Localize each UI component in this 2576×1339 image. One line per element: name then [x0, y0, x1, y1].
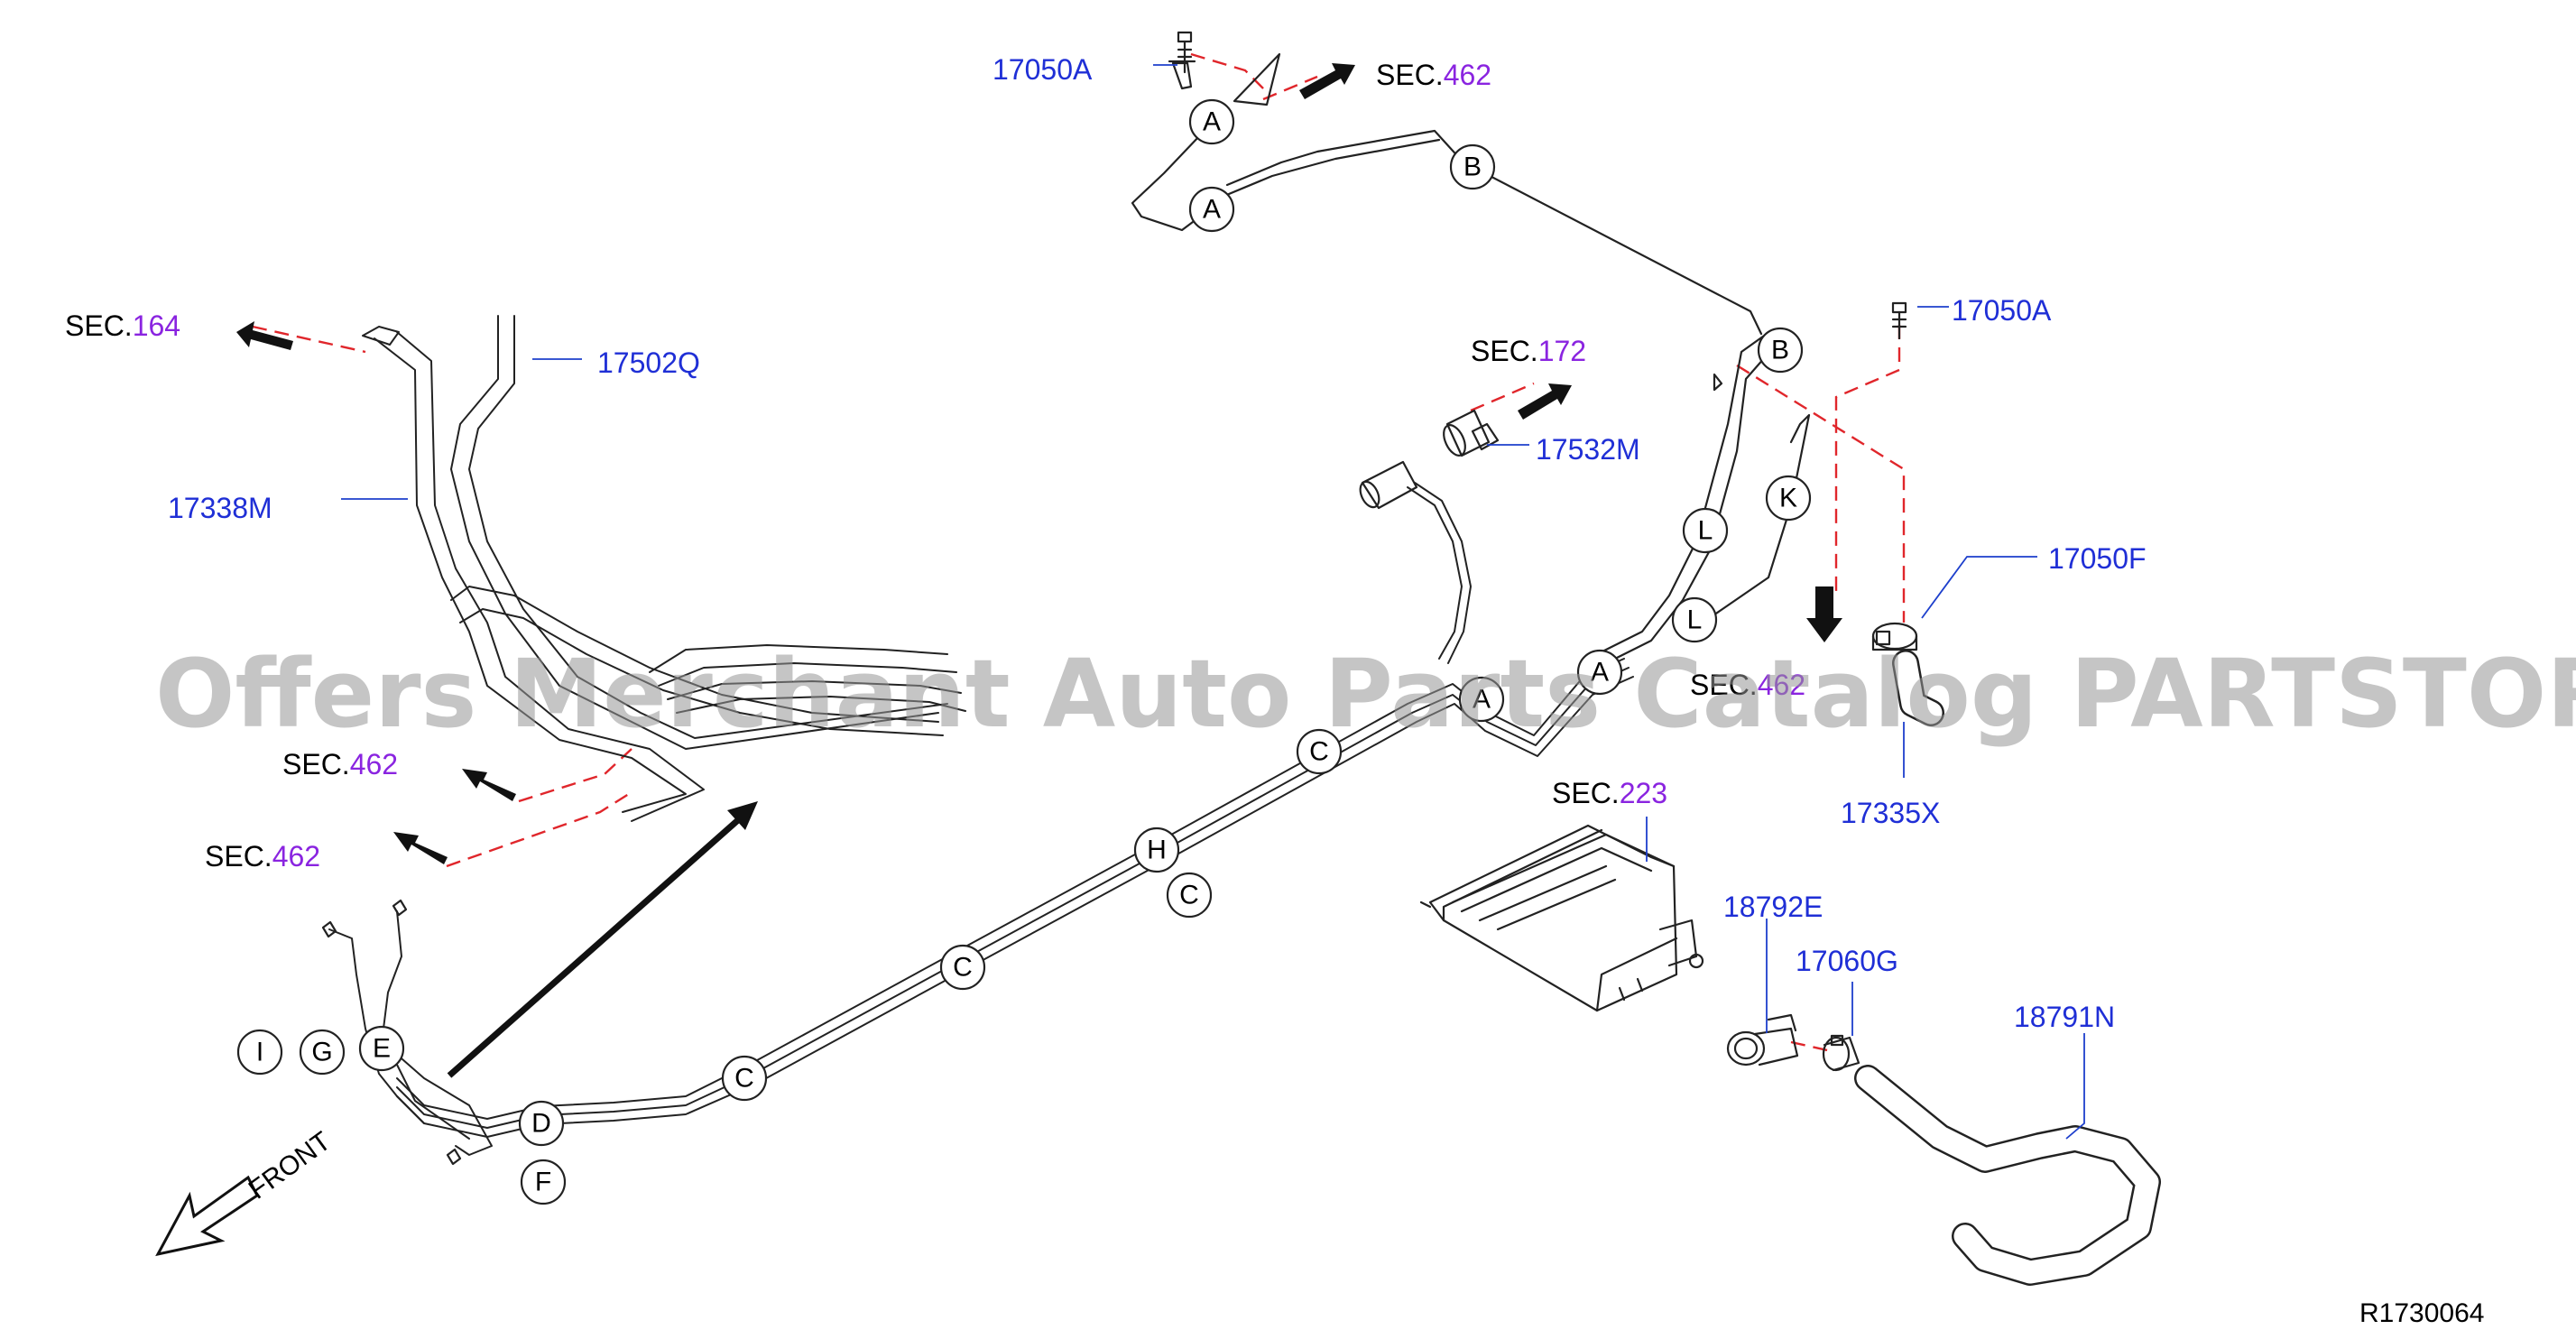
arrow-sec462-left1-icon: [462, 769, 516, 801]
part-17338M-label[interactable]: 17338M: [168, 492, 272, 524]
sec-462-left1-label[interactable]: SEC.462: [282, 748, 398, 780]
front-label: FRONT: [244, 1126, 337, 1205]
upper-lines: [1471, 165, 1811, 670]
callout-i: I: [236, 1029, 283, 1076]
part-17050A-right-label[interactable]: 17050A: [1952, 294, 2052, 327]
sec-462-left2-label[interactable]: SEC.462: [205, 840, 320, 873]
phantom-lines: [252, 52, 1906, 1053]
svg-text:A: A: [1473, 685, 1491, 715]
front-arrow-icon: [155, 1175, 259, 1257]
callout-c-1: C: [1296, 728, 1343, 775]
callout-h: H: [1133, 826, 1180, 873]
svg-text:D: D: [531, 1109, 551, 1139]
callout-a-4: A: [1458, 676, 1505, 723]
left-end-lines: [321, 899, 493, 1166]
arrow-sec462-left2-icon: [393, 832, 448, 864]
connector-18792E: [1726, 1013, 1799, 1067]
part-17532M-label[interactable]: 17532M: [1536, 433, 1640, 466]
arrow-sec462-top-icon: [1299, 63, 1355, 99]
svg-text:B: B: [1771, 336, 1789, 365]
top-bracket: [1131, 52, 1463, 232]
arrow-sec164-icon: [236, 321, 293, 350]
svg-text:A: A: [1591, 658, 1609, 688]
svg-text:B: B: [1463, 152, 1482, 182]
main-fuel-lines: [396, 482, 1634, 1138]
callout-g: G: [299, 1029, 346, 1076]
hose-18791N: [1854, 1065, 2161, 1286]
left-hose-bundle: [362, 315, 966, 822]
svg-text:F: F: [535, 1168, 551, 1197]
part-17502Q-label[interactable]: 17502Q: [597, 346, 700, 379]
sec-462-top-label[interactable]: SEC.462: [1376, 59, 1491, 91]
callout-c-3: C: [939, 944, 986, 991]
arrow-sec172-icon: [1518, 383, 1572, 420]
direction-arrow-icon: [447, 801, 758, 1078]
part-18791N-label[interactable]: 18791N: [2014, 1001, 2115, 1033]
svg-text:G: G: [311, 1038, 332, 1067]
svg-text:C: C: [734, 1064, 754, 1094]
leader-lines: [341, 64, 2085, 1140]
svg-text:C: C: [953, 953, 973, 983]
callout-a-3: A: [1576, 649, 1623, 696]
part-17050A-top-label[interactable]: 17050A: [993, 53, 1093, 86]
part-17335X-label[interactable]: 17335X: [1841, 797, 1940, 829]
callout-b-1: B: [1449, 143, 1496, 190]
section-arrows: [236, 63, 1842, 1078]
callout-k: K: [1765, 475, 1812, 522]
reference-code: R1730064: [2359, 1298, 2484, 1328]
callout-l-1: L: [1682, 507, 1729, 554]
sec-223-label[interactable]: SEC.223: [1552, 777, 1667, 809]
fuel-sensor-17532M: [1359, 409, 1500, 510]
svg-text:H: H: [1147, 836, 1167, 865]
svg-text:E: E: [373, 1034, 391, 1064]
sec-172-label[interactable]: SEC.172: [1471, 335, 1586, 367]
callout-a-1: A: [1188, 98, 1235, 145]
svg-text:I: I: [256, 1038, 263, 1067]
arrow-sec462-mid-icon: [1806, 586, 1842, 642]
clamp-17060G: [1822, 1034, 1860, 1072]
svg-text:K: K: [1779, 484, 1797, 513]
clamp-17050F: [1871, 622, 1944, 726]
sec-462-mid-label[interactable]: SEC.462: [1690, 669, 1805, 701]
callout-f: F: [520, 1159, 567, 1205]
callout-l-2: L: [1671, 596, 1718, 643]
svg-text:C: C: [1179, 881, 1199, 910]
part-17060G-label[interactable]: 17060G: [1796, 945, 1898, 977]
bolt-17050A-top-icon: [1177, 31, 1193, 74]
sec-164-label[interactable]: SEC.164: [65, 309, 180, 342]
watermark: Offers Merchant Auto Parts Catalog PARTS…: [155, 639, 2576, 749]
callout-b-2: B: [1757, 327, 1804, 374]
svg-text:L: L: [1687, 605, 1703, 635]
callout-a-2: A: [1188, 186, 1235, 233]
svg-text:C: C: [1309, 737, 1329, 767]
callout-e: E: [358, 1025, 405, 1072]
callout-c-2: C: [1166, 872, 1213, 919]
svg-text:L: L: [1698, 516, 1713, 546]
svg-text:A: A: [1203, 107, 1221, 137]
bolt-17050A-right-icon: [1891, 301, 1907, 340]
evap-canister: [1419, 824, 1704, 1012]
part-18792E-label[interactable]: 18792E: [1723, 891, 1823, 923]
svg-text:A: A: [1203, 195, 1221, 225]
part-17050F-label[interactable]: 17050F: [2048, 542, 2147, 575]
callout-c-4: C: [721, 1055, 768, 1102]
callout-d: D: [518, 1100, 565, 1147]
